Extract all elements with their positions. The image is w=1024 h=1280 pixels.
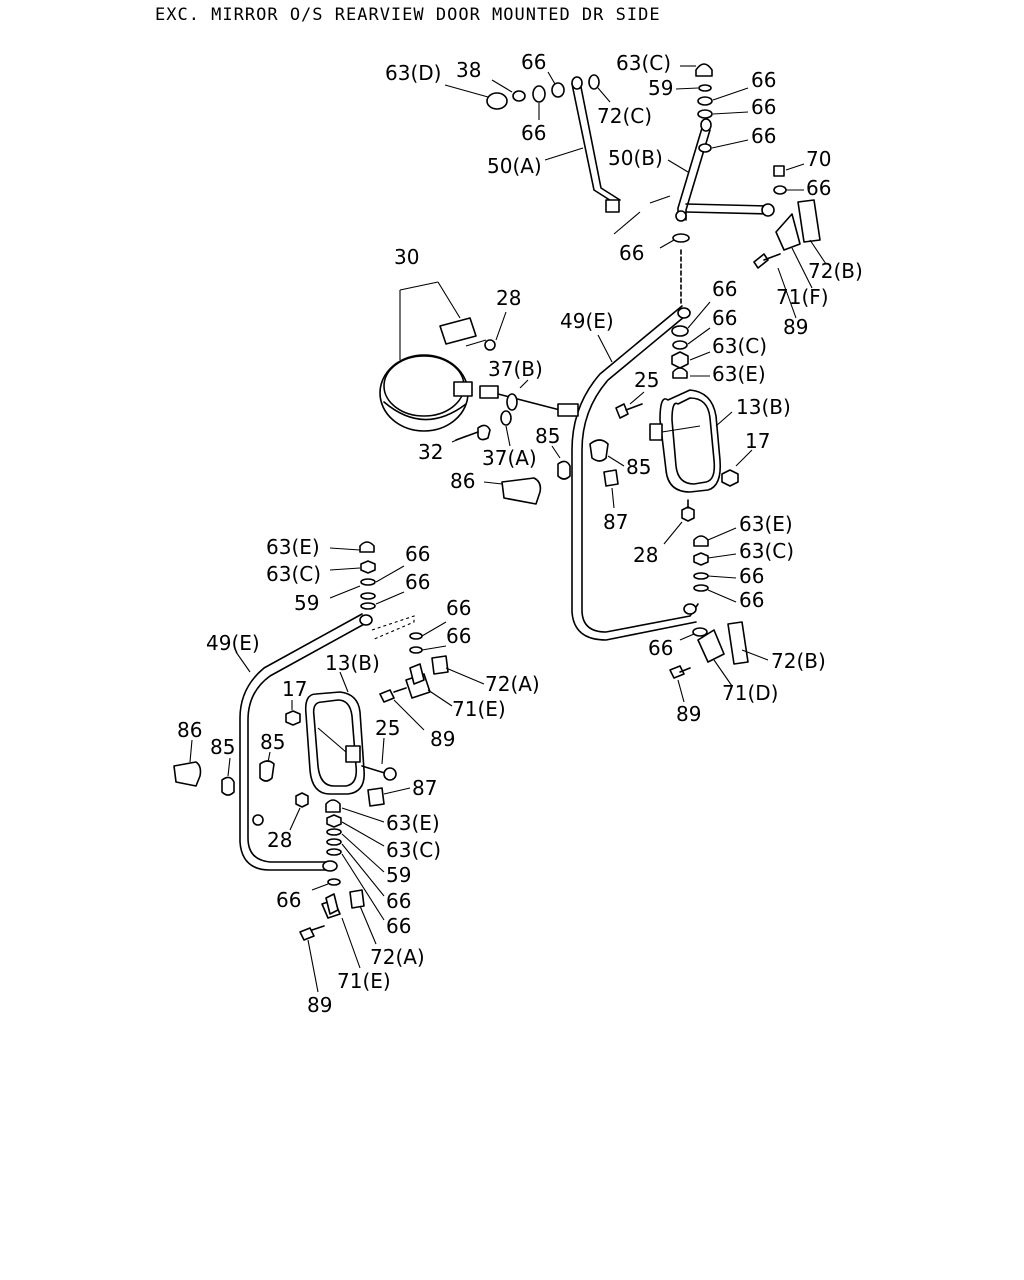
left-mirror-assembly [173,541,485,993]
label-85: 85 [626,455,651,479]
label-89: 89 [676,702,701,726]
label-66: 66 [739,564,764,588]
label-87: 87 [603,510,628,534]
label-66: 66 [386,889,411,913]
label-66: 66 [446,624,471,648]
label-70: 70 [806,147,831,171]
label-66: 66 [739,588,764,612]
label-66: 66 [751,124,776,148]
label-87: 87 [412,776,437,800]
label-13b: 13(B) [736,395,791,419]
label-71f: 71(F) [776,285,829,309]
label-72c: 72(C) [597,104,652,128]
label-71e: 71(E) [337,969,391,993]
label-66: 66 [648,636,673,660]
label-63c: 63(C) [266,562,321,586]
top-stay-assembly [444,63,827,319]
label-86: 86 [450,469,475,493]
part-labels: 63(D) 38 66 66 63(C) 59 66 66 72(C) 66 5… [177,50,863,1017]
label-66: 66 [619,241,644,265]
label-66: 66 [712,277,737,301]
label-72a: 72(A) [485,672,540,696]
label-66: 66 [521,121,546,145]
label-66: 66 [806,176,831,200]
label-38: 38 [456,58,481,82]
label-66: 66 [521,50,546,74]
label-50b: 50(B) [608,146,663,170]
label-28: 28 [496,286,521,310]
label-85: 85 [210,735,235,759]
label-89: 89 [430,727,455,751]
label-37b: 37(B) [488,357,543,381]
label-17: 17 [745,429,770,453]
label-66: 66 [712,306,737,330]
convex-mirror-head [379,281,579,447]
label-25: 25 [634,368,659,392]
label-89: 89 [307,993,332,1017]
label-71e: 71(E) [452,697,506,721]
label-63d: 63(D) [385,61,441,85]
label-85: 85 [535,424,560,448]
label-66: 66 [386,914,411,938]
label-30: 30 [394,245,419,269]
label-63c: 63(C) [386,838,441,862]
label-28: 28 [633,543,658,567]
label-59: 59 [386,863,411,887]
label-66: 66 [751,95,776,119]
diagram-title: EXC. MIRROR O/S REARVIEW DOOR MOUNTED DR… [155,5,661,25]
label-72b: 72(B) [771,649,826,673]
label-50a: 50(A) [487,154,542,178]
label-25: 25 [375,716,400,740]
label-66: 66 [405,570,430,594]
label-59: 59 [294,591,319,615]
label-86: 86 [177,718,202,742]
right-mirror-assembly [483,301,769,703]
label-49e: 49(E) [560,309,614,333]
label-72b: 72(B) [808,259,863,283]
label-66: 66 [276,888,301,912]
label-37a: 37(A) [482,446,537,470]
label-28: 28 [267,828,292,852]
cap-nut [486,92,508,110]
label-63c: 63(C) [712,334,767,358]
label-66: 66 [405,542,430,566]
label-63e: 63(E) [712,362,766,386]
label-63c: 63(C) [616,51,671,75]
label-85: 85 [260,730,285,754]
label-63c: 63(C) [739,539,794,563]
label-71d: 71(D) [722,681,778,705]
label-49e: 49(E) [206,631,260,655]
label-63e: 63(E) [266,535,320,559]
label-66: 66 [446,596,471,620]
label-63e: 63(E) [739,512,793,536]
label-13b: 13(B) [325,651,380,675]
label-89: 89 [783,315,808,339]
label-32: 32 [418,440,443,464]
label-59: 59 [648,76,673,100]
label-72a: 72(A) [370,945,425,969]
label-17: 17 [282,677,307,701]
label-66: 66 [751,68,776,92]
label-63e: 63(E) [386,811,440,835]
